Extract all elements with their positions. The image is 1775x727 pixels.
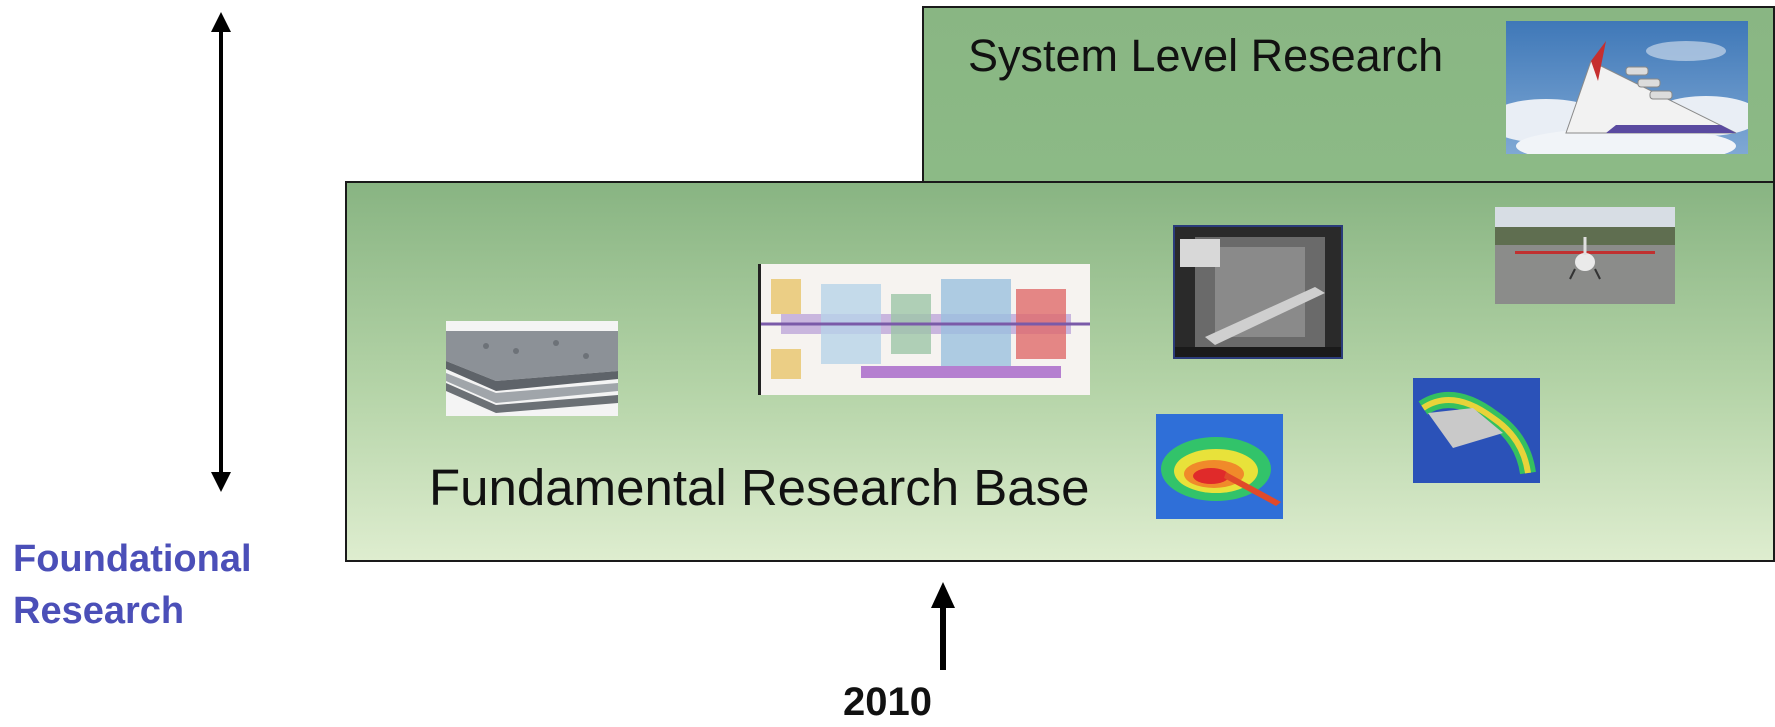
fundamental-research-base-label: Fundamental Research Base — [429, 459, 1090, 516]
system-level-research-label: System Level Research — [968, 30, 1444, 81]
small-aircraft-runway-image — [1495, 207, 1675, 304]
foundational-line1: Foundational — [13, 538, 252, 580]
composite-panel-image — [446, 321, 618, 416]
wing-flow-simulation-image — [1413, 378, 1540, 483]
foundational-line2: Research — [13, 590, 185, 632]
up-arrow — [931, 582, 955, 670]
year-label: 2010 — [843, 680, 932, 724]
vertical-double-arrow — [211, 12, 231, 492]
engine-cutaway-image — [758, 264, 1090, 395]
blended-wing-aircraft-image — [1506, 21, 1748, 154]
cfd-contour-image — [1156, 414, 1283, 519]
foundational-research-label: Foundational Research — [13, 533, 313, 637]
wind-tunnel-model-image — [1173, 225, 1343, 359]
